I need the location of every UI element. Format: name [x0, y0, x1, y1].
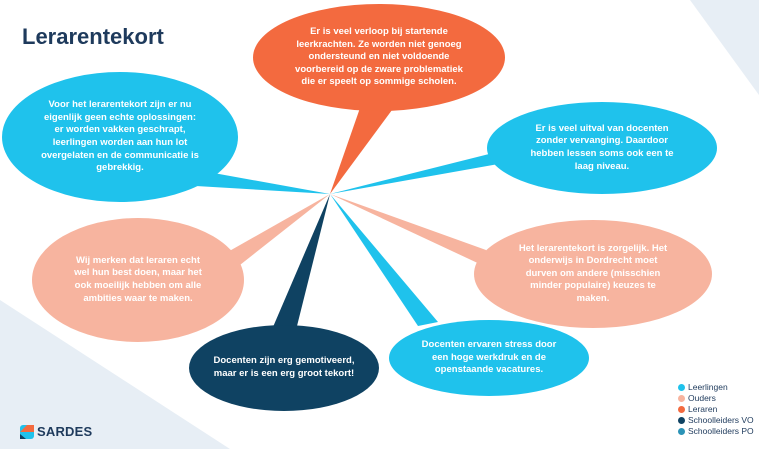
statement-bubble-ouders-keuzes: Het lerarentekort is zorgelijk. Het onde…	[474, 220, 712, 328]
statement-text: Docenten zijn erg gemotiveerd, maar er i…	[213, 355, 355, 379]
legend-dot	[678, 428, 685, 435]
statement-bubble-leerlingen-stress: Docenten ervaren stress door een hoge we…	[389, 320, 589, 396]
legend-dot	[678, 406, 685, 413]
statement-bubble-leraren: Er is veel verloop bij startende leerkra…	[253, 4, 505, 111]
page-title: Lerarentekort	[22, 24, 164, 49]
legend-item-ouders: Ouders	[678, 393, 754, 404]
statement-bubble-ouders-leraren: Wij merken dat leraren echt wel hun best…	[32, 218, 244, 342]
statement-bubble-leerlingen-uitval: Er is veel uitval van docenten zonder ve…	[487, 102, 717, 194]
statement-text: Het lerarentekort is zorgelijk. Het onde…	[518, 242, 668, 304]
statement-text: Er is veel uitval van docenten zonder ve…	[530, 122, 674, 172]
legend-dot	[678, 417, 685, 424]
legend-label: Ouders	[688, 393, 716, 403]
legend-label: Leerlingen	[688, 382, 728, 392]
legend-item-leraren: Leraren	[678, 404, 754, 415]
legend-label: Leraren	[688, 404, 718, 414]
legend-dot	[678, 384, 685, 391]
legend-label: Schoolleiders VO	[688, 415, 754, 425]
legend-item-schoolleiders-vo: Schoolleiders VO	[678, 415, 754, 426]
statement-bubble-leerlingen-oplossingen: Voor het lerarentekort zijn er nu eigenl…	[2, 72, 238, 202]
statement-text: Voor het lerarentekort zijn er nu eigenl…	[41, 99, 199, 174]
statement-text: Wij merken dat leraren echt wel hun best…	[74, 254, 202, 304]
statement-text: Docenten ervaren stress door een hoge we…	[421, 339, 557, 376]
legend-dot	[678, 395, 685, 402]
statement-text: Er is veel verloop bij startende leerkra…	[295, 26, 463, 88]
statement-bubble-schoolleiders-vo: Docenten zijn erg gemotiveerd, maar er i…	[189, 325, 379, 411]
legend: Leerlingen Ouders Leraren Schoolleiders …	[678, 382, 754, 437]
logo-text: SARDES	[37, 424, 93, 439]
legend-item-schoolleiders-po: Schoolleiders PO	[678, 426, 754, 437]
legend-label: Schoolleiders PO	[688, 426, 754, 436]
sardes-logo-icon	[20, 424, 34, 439]
legend-item-leerlingen: Leerlingen	[678, 382, 754, 393]
sardes-logo: SARDES	[20, 424, 92, 439]
